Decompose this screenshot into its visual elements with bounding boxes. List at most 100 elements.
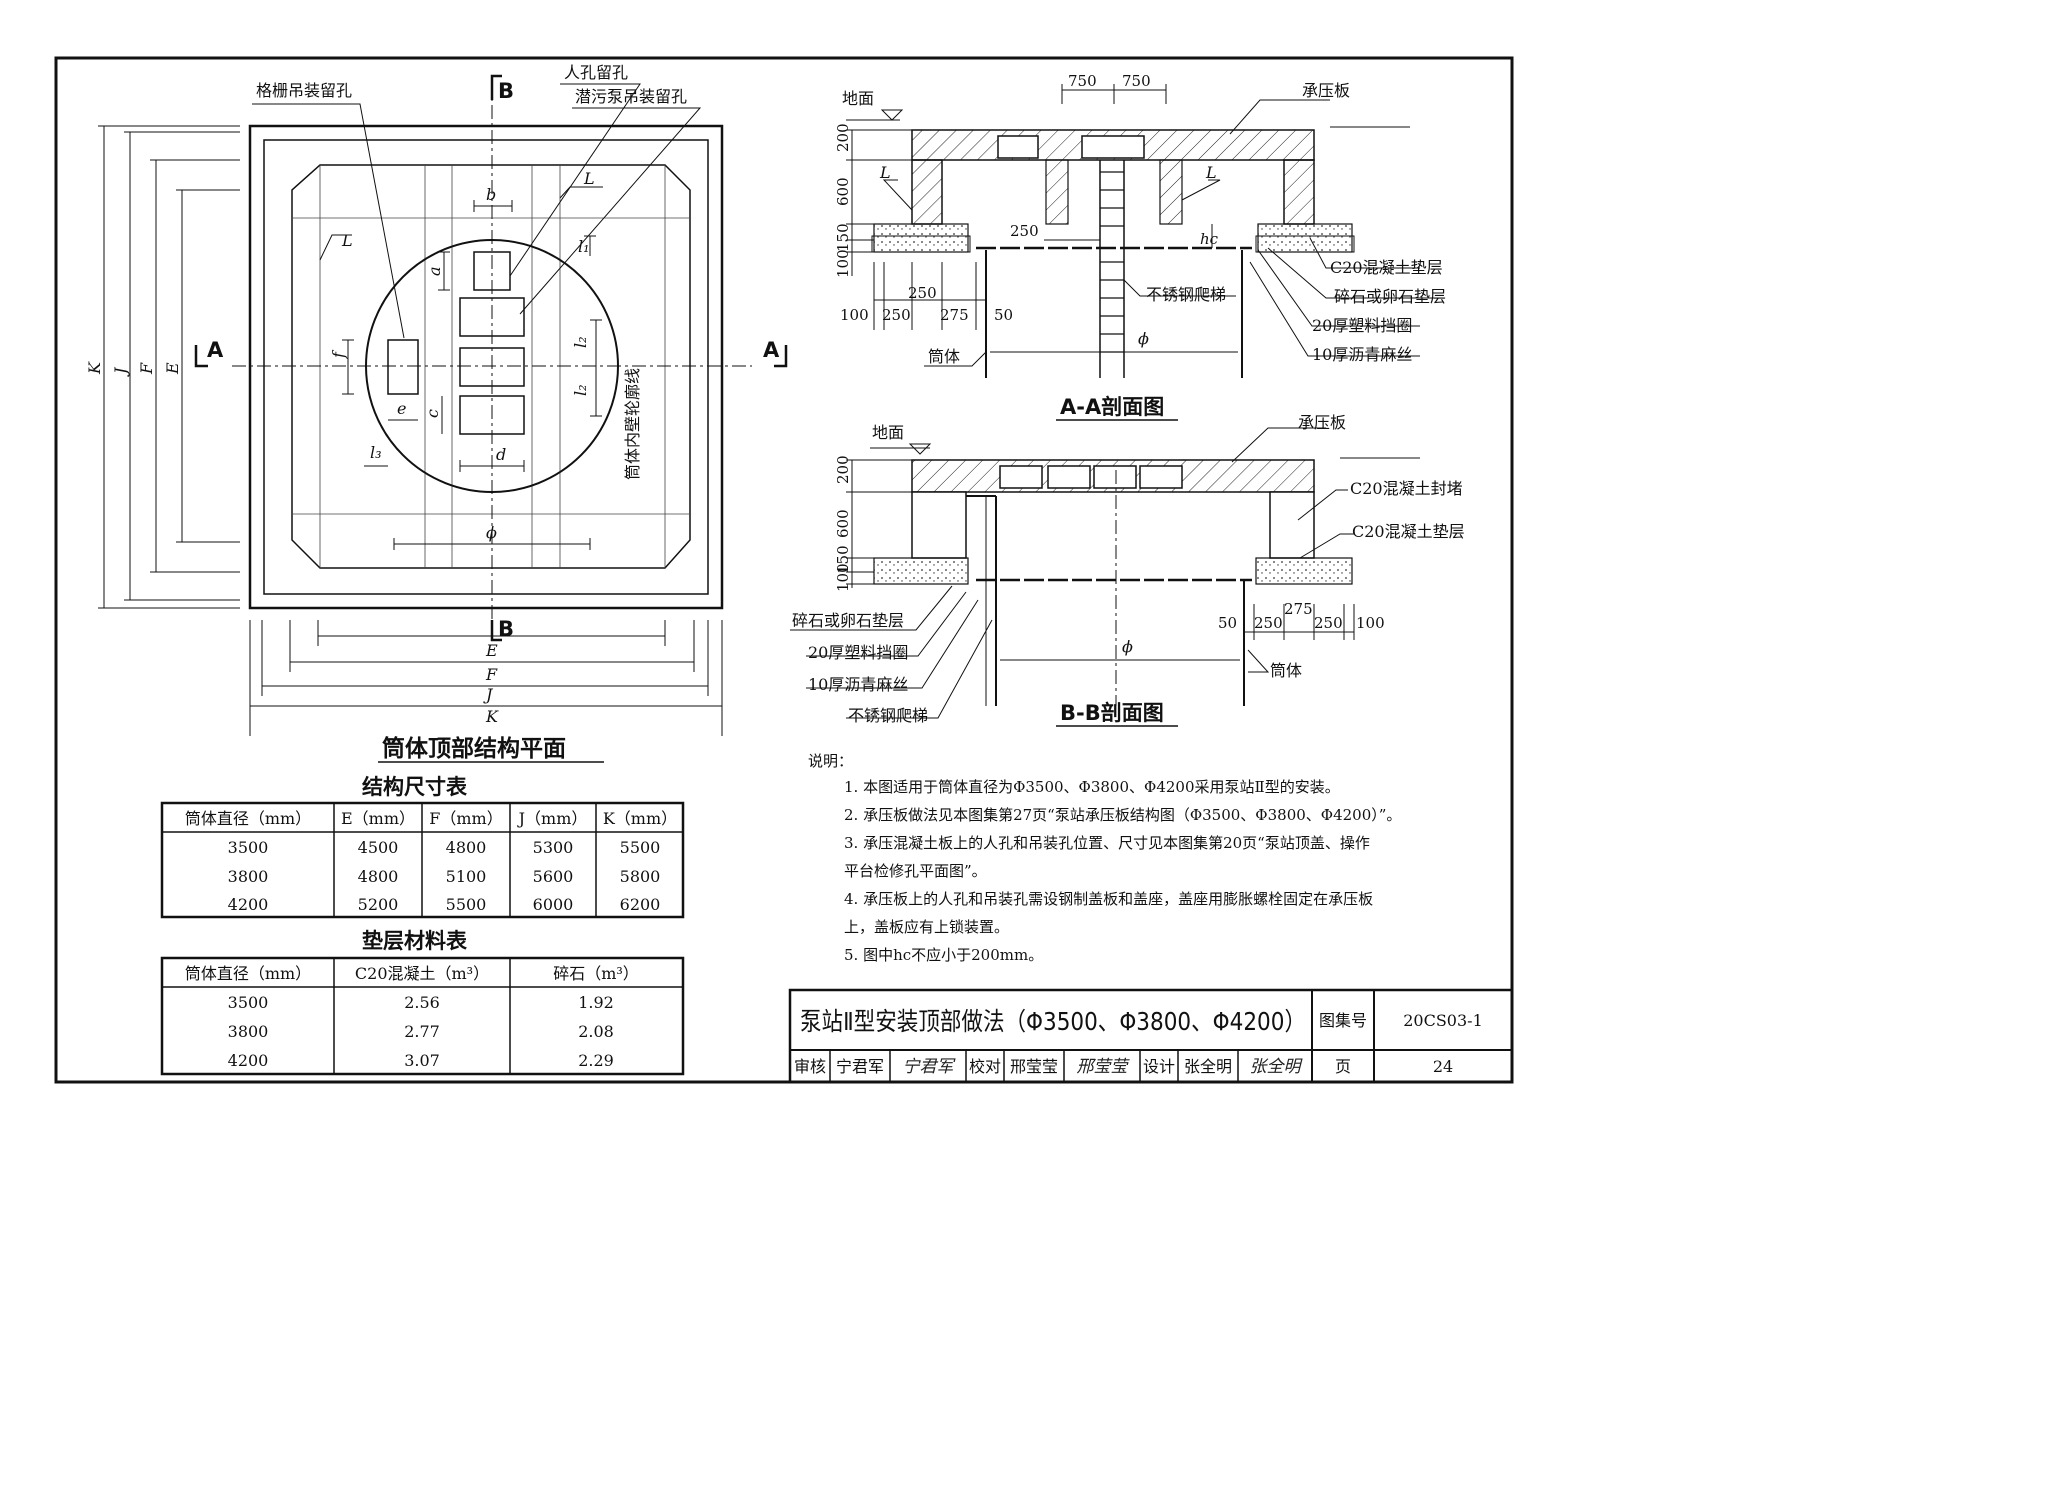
checker-signature: 邢莹莹 — [1077, 1057, 1131, 1077]
cushion-table-header: 碎石（m³） — [553, 964, 639, 983]
cushion-table-header: C20混凝土（m³） — [355, 964, 489, 983]
checker-name: 邢莹莹 — [1010, 1057, 1058, 1076]
section-a-marker-right: A — [763, 338, 780, 362]
cushion-table-cell: 2.29 — [578, 1051, 614, 1070]
bb-dim-150: 150 — [834, 545, 852, 574]
bb-title: B-B剖面图 — [1060, 701, 1164, 725]
plan-inner-slab — [263, 139, 709, 595]
cushion-table-cell: 2.08 — [578, 1022, 614, 1041]
cushion-table-cell: 2.56 — [404, 993, 440, 1012]
aa-shell-label: 筒体 — [928, 347, 960, 366]
dim-table-cell: 3500 — [228, 838, 269, 857]
aa-ground-label: 地面 — [842, 89, 874, 108]
section-b-marker-bottom: B — [498, 617, 514, 641]
designer-signature: 张全明 — [1250, 1057, 1304, 1077]
bb-asphalt-label: 10厚沥青麻丝 — [808, 675, 908, 694]
bb-plastic-label: 20厚塑料挡圈 — [808, 643, 908, 662]
section-b-marker-top: B — [498, 79, 514, 103]
dim-table-cell: 5300 — [533, 838, 574, 857]
dim-b: b — [486, 185, 496, 204]
note-line: 4. 承压板上的人孔和吊装孔需设钢制盖板和盖座，盖座用膨胀螺栓固定在承压板 — [844, 890, 1373, 908]
note-line: 2. 承压板做法见本图集第27页“泵站承压板结构图（Φ3500、Φ3800、Φ4… — [844, 806, 1401, 824]
dim-table-cell: 3800 — [228, 867, 269, 886]
aa-dim-250-bottom: 250 — [882, 306, 911, 324]
aa-phi: ϕ — [1138, 329, 1149, 348]
dim-table-header: F（mm） — [429, 809, 502, 828]
aa-asphalt-label: 10厚沥青麻丝 — [1312, 345, 1412, 364]
reviewer-name: 宁君军 — [836, 1057, 884, 1076]
bb-dim-50: 50 — [1218, 614, 1237, 632]
dim-J-horiz: J — [483, 685, 494, 704]
dim-table-cell: 5500 — [446, 895, 487, 914]
dim-J-vert: J — [111, 366, 130, 377]
check-label: 校对 — [969, 1057, 1001, 1076]
section-aa-drawing — [846, 84, 1440, 378]
cushion-table-cell: 1.92 — [578, 993, 614, 1012]
dim-l1: l₁ — [578, 237, 590, 256]
dim-E-horiz: E — [485, 641, 498, 660]
dim-table-cell: 4800 — [446, 838, 487, 857]
aa-dim-200: 200 — [834, 123, 852, 152]
dim-table-header: K（mm） — [603, 809, 677, 828]
plan-shell-circle — [365, 239, 619, 493]
cushion-table-cell: 4200 — [228, 1051, 269, 1070]
dim-c: c — [423, 409, 442, 418]
dim-table — [160, 801, 685, 919]
designer-name: 张全明 — [1184, 1057, 1232, 1076]
dim-K-vert: K — [85, 361, 104, 375]
bb-gravel-label: 碎石或卵石垫层 — [792, 611, 904, 630]
aa-dim-750-right: 750 — [1122, 72, 1151, 90]
dim-F-vert: F — [137, 362, 156, 375]
bb-dim-200: 200 — [834, 455, 852, 484]
dim-l3: l₃ — [370, 443, 382, 462]
aa-plastic-label: 20厚塑料挡圈 — [1312, 316, 1412, 335]
plan-L-label-1: L — [583, 169, 595, 188]
aa-c20-label: C20混凝土垫层 — [1330, 258, 1443, 277]
aa-dim-600: 600 — [834, 177, 852, 206]
dim-table-cell: 5500 — [620, 838, 661, 857]
bb-c20-seal-label: C20混凝土封堵 — [1350, 479, 1463, 498]
dim-E-vert: E — [163, 362, 182, 375]
aa-dim-100: 100 — [834, 249, 852, 278]
drawing-title: 泵站Ⅱ型安装顶部做法（Φ3500、Φ3800、Φ4200） — [800, 1007, 1306, 1036]
dim-table-cell: 5100 — [446, 867, 487, 886]
bb-dim-100-b: 100 — [1356, 614, 1385, 632]
aa-ladder-label: 不锈钢爬梯 — [1146, 285, 1226, 304]
dim-table-cell: 4800 — [358, 867, 399, 886]
notes-heading: 说明： — [808, 752, 853, 770]
review-label: 审核 — [794, 1057, 826, 1076]
bb-shell-label: 筒体 — [1270, 661, 1302, 680]
pump-hole-2 — [459, 347, 525, 387]
bb-slab-label: 承压板 — [1298, 413, 1346, 432]
dim-table-cell: 4500 — [358, 838, 399, 857]
bb-ladder-label: 不锈钢爬梯 — [848, 706, 928, 725]
dim-f: f — [329, 349, 348, 359]
inner-wall-label: 筒体内壁轮廓线 — [623, 368, 642, 480]
grille-hole-label: 格栅吊装留孔 — [256, 81, 352, 100]
dim-l2-lower: l₂ — [571, 384, 590, 396]
cushion-table-cell: 3500 — [228, 993, 269, 1012]
dim-table-cell: 5600 — [533, 867, 574, 886]
dim-table-header: J（mm） — [517, 809, 588, 828]
dim-a: a — [425, 266, 444, 276]
aa-dim-750-left: 750 — [1068, 72, 1097, 90]
dim-F-horiz: F — [485, 665, 498, 684]
dim-table-cell: 5200 — [358, 895, 399, 914]
dim-table-header: E（mm） — [341, 809, 415, 828]
bb-c20-cushion-label: C20混凝土垫层 — [1352, 522, 1465, 541]
bb-dim-100: 100 — [834, 563, 852, 592]
drawing-sheet: 格栅吊装留孔 人孔留孔 潜污泵吊装留孔 L L A A B B 筒体内壁轮廓线 … — [54, 56, 1514, 1084]
cushion-table-cell: 2.77 — [404, 1022, 440, 1041]
sheet-border — [54, 56, 1514, 1084]
note-line: 上，盖板应有上锁装置。 — [844, 918, 1009, 936]
plan-L-label-2: L — [341, 231, 353, 250]
dim-table-header: 筒体直径（mm） — [185, 809, 311, 828]
cushion-table-cell: 3.07 — [404, 1051, 440, 1070]
aa-L-left: L — [879, 163, 891, 182]
bb-dim-250-b: 250 — [1314, 614, 1343, 632]
dim-d: d — [496, 445, 506, 464]
aa-dim-250-top: 250 — [1010, 222, 1039, 240]
plan-view — [98, 74, 788, 736]
dim-table-cell: 4200 — [228, 895, 269, 914]
reviewer-signature: 宁君军 — [903, 1057, 957, 1077]
